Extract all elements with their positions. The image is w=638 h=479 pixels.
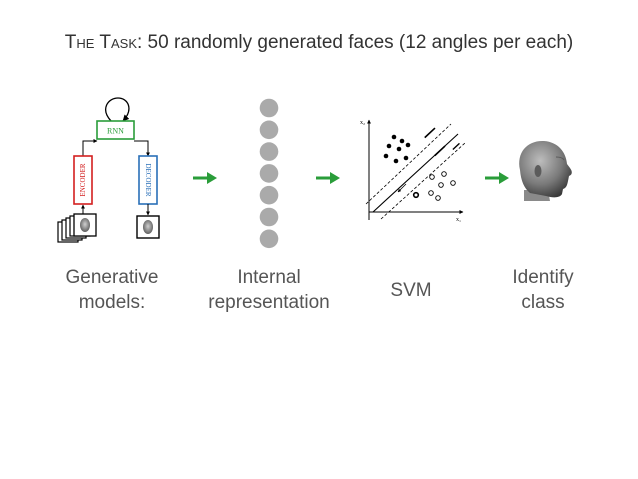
rnn-to-decoder-arrow (134, 140, 150, 157)
input-face-thumbnail (80, 218, 90, 232)
svm-margin-annotations (424, 127, 460, 157)
representation-node (259, 164, 279, 183)
slide-title: The Task: 50 randomly generated faces (1… (0, 32, 638, 54)
label-generative-models: Generative models: (65, 267, 159, 313)
pipeline-arrow-1 (193, 172, 217, 184)
decoder-label: DECODER (144, 163, 152, 196)
encoder-label: ENCODER (79, 163, 87, 196)
svm-axis-y-label: x₂ (360, 120, 365, 126)
internal-representation-nodes (259, 98, 279, 249)
rnn-label: RNN (107, 127, 124, 136)
svm-class-b-points (412, 171, 456, 201)
label-identify-class: Identify class (512, 267, 574, 313)
svm-axis-x-label: x₁ (456, 217, 461, 223)
rnn-self-loop (105, 97, 130, 122)
svm-margin-upper (365, 123, 452, 205)
pipeline-arrow-3 (485, 172, 509, 184)
representation-node (259, 98, 279, 118)
svm-plot: x₂ x₁ (360, 119, 466, 223)
output-frame (136, 215, 160, 239)
title-prefix: The Task (64, 32, 137, 53)
representation-node (259, 207, 279, 227)
title-rest: : 50 randomly generated faces (12 angles… (137, 32, 574, 53)
svm-class-a-points (383, 134, 411, 164)
representation-node (259, 185, 279, 205)
svm-weight-vector (397, 183, 407, 193)
representation-node (259, 120, 279, 140)
encoder-to-rnn-arrow (82, 139, 98, 156)
output-face-thumbnail (143, 220, 153, 234)
pipeline-arrow-2 (316, 172, 340, 184)
label-internal-representation: Internal representation (208, 267, 330, 313)
rnn-box (96, 120, 135, 140)
encoder-box (73, 155, 93, 205)
representation-node (259, 142, 279, 161)
svm-margin-lower (380, 142, 466, 220)
head-model-image (519, 140, 572, 201)
representation-node (259, 229, 279, 249)
input-frames-stack (57, 213, 97, 243)
generative-model-diagram: RNN ENCODER DECODER (57, 97, 160, 243)
pipeline-arrows (193, 172, 509, 184)
label-svm: SVM (390, 280, 432, 301)
